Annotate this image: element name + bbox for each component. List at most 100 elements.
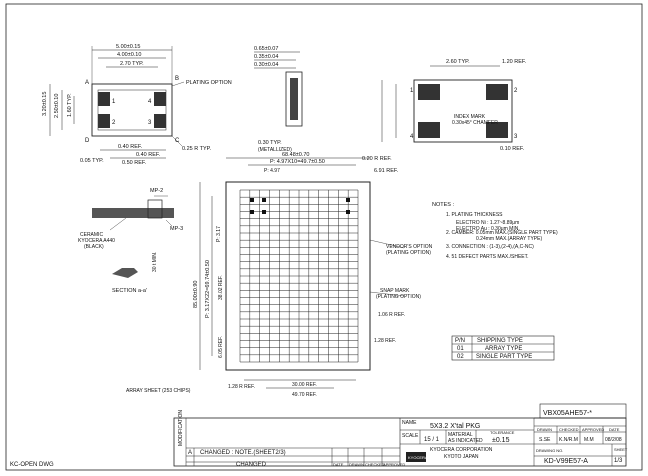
dim-pad-height: 1.60 TYP. <box>67 93 73 117</box>
tolerance-label: TOLERANCE <box>490 430 515 435</box>
dim-typ-small: 0.05 TYP. <box>80 158 104 164</box>
dim-height: 3.20±0.15 <box>42 92 48 116</box>
plating-option-label: PLATING OPTION <box>186 80 232 86</box>
name-label: NAME <box>402 420 417 426</box>
checked-value: K.N/R.M <box>559 437 578 443</box>
ceramic-label: CERAMIC <box>80 232 103 238</box>
bv-ref: 1.20 REF. <box>502 59 527 65</box>
note-1: 1. PLATING THICKNESS <box>446 212 503 218</box>
bv-pad-4: 4 <box>410 134 414 140</box>
drawn-label: DRAWN <box>537 427 552 432</box>
dim-ref-c: 0.40 REF. <box>136 152 161 158</box>
kyocera-logo-text: KYOCERA <box>408 455 428 460</box>
corner-d: D <box>85 138 90 144</box>
pad-3-label: 3 <box>148 120 152 126</box>
col-date: DATE <box>333 462 344 467</box>
material-label: MATERIAL <box>448 432 473 438</box>
side-dim-2: 0.35±0.04 <box>254 54 278 60</box>
array-p497: P: 4.97 <box>264 168 280 174</box>
array-r3802: 38.02 REF. <box>218 275 224 300</box>
scale-label: SCALE <box>402 433 419 439</box>
note-4: 4. 51 DEFECT PARTS MAX./SHEET. <box>446 254 529 260</box>
note-1b: ELECTRO Au : 0.30μm MIN. <box>456 226 520 232</box>
approved-label: APPROVED <box>582 427 604 432</box>
note-1a: ELECTRO Ni : 1.27~8.89μm <box>456 220 519 226</box>
col-approved: APPROVED <box>383 462 405 467</box>
top-view: 5.00±0.15 4.00±0.10 2.70 TYP. 3.20±0.15 … <box>42 44 232 166</box>
array-mark <box>262 198 266 202</box>
notes-title: NOTES : <box>432 202 454 208</box>
snap-mark: SNAP MARK <box>380 288 410 294</box>
array-p317: P: 3.17 <box>216 226 222 242</box>
note-3: 3. CONNECTION : (1-3),(2-4),(A,C-NC) <box>446 244 534 250</box>
pn-row1-type: ARRAY TYPE <box>485 346 522 352</box>
modification-label: MODIFICATION <box>178 410 184 446</box>
black-label: (BLACK) <box>84 244 104 250</box>
array-mark <box>250 210 254 214</box>
company-city: KYOTO JAPAN <box>444 454 479 460</box>
checked-label: CHECKED <box>559 427 579 432</box>
array-mark <box>262 210 266 214</box>
array-b4970: 49.70 REF. <box>292 392 317 398</box>
array-r106: 1.06 R REF. <box>378 312 405 318</box>
pad-1-shape <box>98 92 110 106</box>
dim-ref-a: 0.40 REF. <box>118 144 143 150</box>
package-outline <box>91 83 173 137</box>
side-view: 0.65±0.07 0.35±0.04 0.30±0.04 0.30 TYP. … <box>254 46 303 153</box>
corner-b: B <box>175 76 179 82</box>
corner-c: C <box>175 138 180 144</box>
array-r128: 1.28 REF. <box>374 338 396 344</box>
approved-value: M.M <box>584 437 594 443</box>
pad-1-label: 1 <box>112 99 116 105</box>
dim-inner-width: 4.00±0.10 <box>117 52 141 58</box>
change-note-1: CHANGED : NOTE.(SHEET2/3) <box>200 450 286 456</box>
bv-typ: 0.10 REF. <box>500 146 525 152</box>
vendor-option: VENDOR'S OPTION <box>386 244 433 250</box>
array-mark <box>346 210 350 214</box>
sheet-number: 1/3 <box>614 458 623 464</box>
section-min: 30 t MIN. <box>152 252 158 272</box>
array-pitch-v: P: 3.17X22=69.74±0.50 <box>205 260 211 318</box>
bottom-view: 2.60 TYP. 1.20 REF. INDEX MARK 0.30x45° … <box>362 59 527 162</box>
chamfer: 0.30x45° CHAMFER <box>452 120 498 126</box>
kyocera-logo <box>406 452 426 462</box>
note-2b: 0.24mm MAX.(ARRAY TYPE) <box>476 236 542 242</box>
section-view: MP-2 MP-3 CERAMIC KYOCERA A440 (BLACK) S… <box>78 188 183 294</box>
corner-a: A <box>85 80 89 86</box>
drawn-value: S.SE <box>539 437 551 443</box>
drawing-number: KD-V99E57-A <box>544 458 588 465</box>
section-label: SECTION a-a' <box>112 288 147 294</box>
array-outline <box>225 181 371 371</box>
bv-pad-3: 3 <box>514 134 518 140</box>
snap-plating: (PLATING OPTION) <box>376 294 421 300</box>
array-mark <box>346 198 350 202</box>
pad-4-label: 4 <box>148 99 152 105</box>
pn-table: P/N SHIPPING TYPE 01 ARRAY TYPE 02 SINGL… <box>451 335 555 361</box>
pn-row2-type: SINGLE PART TYPE <box>476 354 532 360</box>
dim-pad-width: 2.70 TYP. <box>120 61 144 67</box>
note-2: 2. CAMBER: 0.05mm MAX.(SINGLE PART TYPE) <box>446 230 558 236</box>
array-grid <box>239 189 359 363</box>
dim-overall-width: 5.00±0.15 <box>116 44 140 50</box>
array-height: 85.00±0.90 <box>193 281 199 309</box>
bv-width: 2.60 TYP. <box>446 59 470 65</box>
array-b128: 1.28 R REF. <box>228 384 255 390</box>
array-overall: 68.48±0.70 <box>282 152 310 158</box>
radius-label: 0.25 R TYP. <box>182 146 212 152</box>
kyocera-a440: KYOCERA A440 <box>78 238 115 244</box>
side-dim-1: 0.65±0.07 <box>254 46 278 52</box>
array-r605: 6.05 REF. <box>218 336 224 358</box>
pad-3-shape <box>154 114 166 128</box>
kc-open-dwg: KC-OPEN DWG <box>10 462 54 468</box>
array-sheet: 68.48±0.70 P: 4.97X10=49.7±0.50 P: 4.97 … <box>126 152 433 398</box>
pad-2-shape <box>98 114 110 128</box>
bv-pad-2: 2 <box>514 88 518 94</box>
date-value: 08/2/08 <box>605 437 622 443</box>
array-caption: ARRAY SHEET (253 CHIPS) <box>126 388 191 394</box>
vendor-plating: (PLATING OPTION) <box>386 250 431 256</box>
part-number: VBX05AHE57-* <box>543 410 592 417</box>
package-inner <box>97 89 167 131</box>
date-label: DATE <box>609 427 620 432</box>
